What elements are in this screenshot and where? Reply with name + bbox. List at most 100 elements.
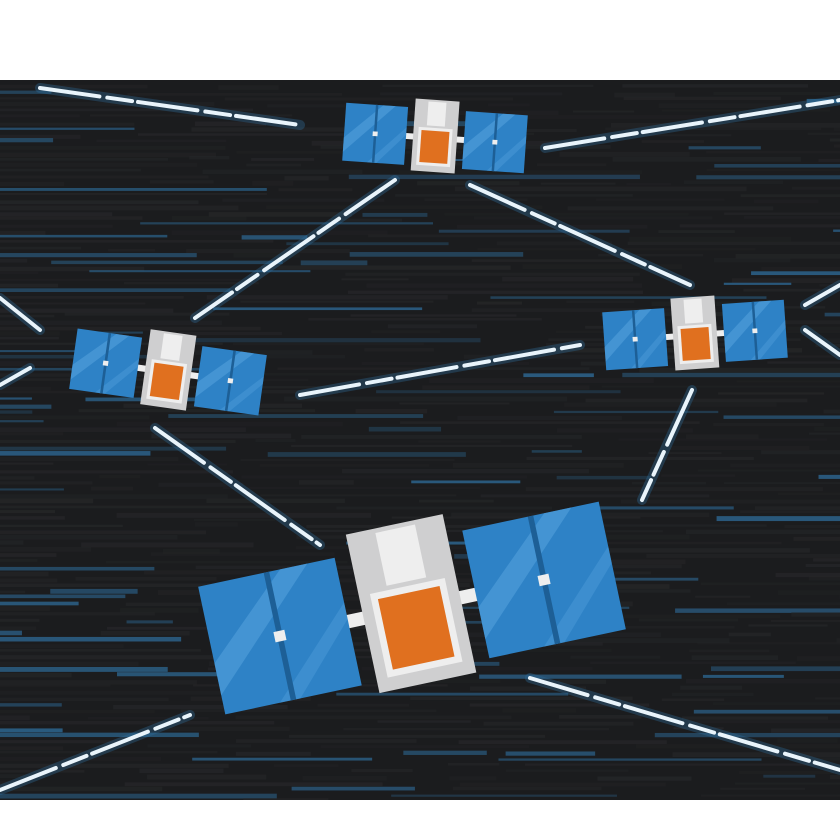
motion-streak [626, 182, 672, 186]
motion-streak [612, 156, 801, 162]
motion-streak [618, 438, 828, 441]
panel-highlight [478, 507, 572, 640]
motion-streak [836, 638, 840, 643]
motion-streak [0, 626, 37, 631]
motion-streak [377, 720, 471, 723]
solar-panel-right [462, 501, 626, 659]
motion-streak [713, 258, 791, 263]
motion-streak [312, 625, 403, 629]
motion-streak [0, 427, 246, 433]
motion-streak [724, 212, 840, 215]
motion-streak [233, 253, 300, 258]
motion-streak [818, 474, 840, 479]
panel-highlight [462, 113, 516, 161]
panel-hinge [372, 131, 378, 137]
motion-streak [89, 270, 311, 273]
motion-streak [753, 199, 819, 204]
motion-streak [0, 404, 52, 409]
motion-streak [376, 390, 621, 394]
panel-hinge [492, 139, 498, 145]
motion-streak [620, 499, 840, 504]
motion-streak [126, 620, 173, 624]
motion-streak [78, 409, 316, 413]
panel-hinge [227, 377, 234, 384]
motion-streak [366, 283, 643, 288]
motion-streak [590, 661, 796, 665]
motion-streak [0, 415, 150, 420]
motion-streak [0, 152, 217, 158]
motion-streak [452, 786, 602, 791]
motion-streak [246, 163, 302, 167]
motion-streak [255, 439, 296, 443]
motion-streak [552, 638, 730, 644]
motion-streak [718, 392, 825, 395]
motion-streak [380, 92, 563, 96]
motion-streak [635, 744, 840, 749]
motion-streak [0, 302, 146, 305]
motion-streak [113, 704, 288, 710]
motion-streak [502, 708, 577, 713]
solar-panel-left [198, 557, 362, 715]
motion-streak [505, 751, 596, 756]
motion-streak [522, 264, 683, 270]
motion-streak [240, 458, 455, 462]
motion-streak [0, 224, 113, 228]
motion-streak [771, 728, 840, 733]
motion-streak [498, 758, 762, 761]
motion-streak [591, 506, 734, 510]
motion-streak [0, 612, 155, 616]
motion-streak [0, 703, 62, 707]
motion-streak [391, 516, 641, 519]
motion-streak [364, 348, 434, 352]
motion-streak [0, 601, 79, 606]
motion-streak [605, 134, 732, 137]
motion-streak [291, 444, 573, 447]
motion-streak [793, 536, 840, 541]
motion-streak [0, 534, 178, 540]
panel-hinge [752, 328, 758, 334]
motion-streak [301, 434, 582, 439]
motion-streak [260, 494, 457, 497]
motion-streak [438, 229, 630, 233]
motion-streak [0, 481, 93, 485]
motion-streak [100, 630, 190, 636]
motion-streak [183, 338, 481, 343]
motion-streak [235, 751, 311, 756]
motion-streak [830, 774, 840, 780]
motion-streak [0, 432, 64, 436]
motion-streak [528, 614, 781, 619]
motion-streak [672, 752, 840, 758]
motion-streak [0, 314, 55, 318]
motion-streak [277, 367, 426, 370]
motion-streak [0, 672, 72, 678]
motion-streak [336, 506, 553, 510]
motion-streak [720, 787, 806, 790]
motion-streak [706, 168, 840, 172]
motion-streak [403, 750, 487, 755]
space-background [0, 80, 840, 805]
motion-streak [0, 200, 199, 205]
motion-streak [120, 608, 199, 613]
link-line [0, 713, 192, 792]
motion-streak [151, 433, 292, 439]
motion-streak [654, 732, 840, 738]
motion-streak [140, 222, 434, 225]
motion-streak [523, 128, 577, 133]
motion-streak [807, 132, 840, 135]
motion-streak [0, 793, 277, 799]
motion-streak [123, 282, 259, 285]
motion-streak [777, 738, 838, 743]
solar-panel-left [69, 328, 143, 398]
motion-streak [226, 378, 309, 382]
panel-highlight [724, 300, 772, 354]
motion-streak [223, 486, 481, 490]
motion-streak [559, 714, 642, 719]
motion-streak [767, 361, 840, 364]
motion-streak [731, 278, 840, 284]
motion-streak [627, 241, 840, 246]
motion-streak [689, 649, 770, 653]
motion-streak [284, 396, 568, 402]
motion-streak [435, 801, 700, 805]
motion-streak [521, 548, 810, 553]
satellite-body [140, 329, 197, 411]
